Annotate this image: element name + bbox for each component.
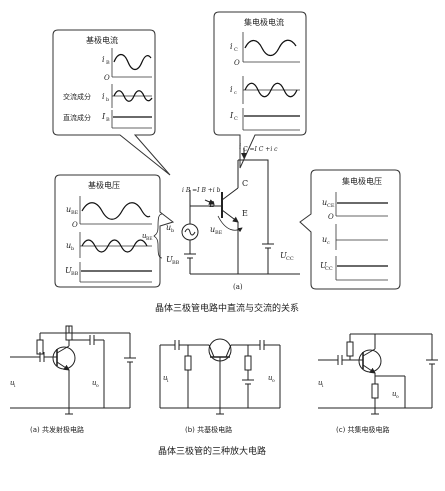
circuit-common-base xyxy=(159,338,281,415)
uo-label: u xyxy=(392,390,397,398)
ic-subscript: C xyxy=(234,47,238,53)
ic-ac-symbol: i xyxy=(230,85,233,94)
uo-subscript: o xyxy=(396,395,399,400)
circuit-common-emitter-labels: u i u o (a) 共发射极电路 xyxy=(10,379,99,434)
ui-subscript: i xyxy=(14,383,16,389)
ubb-symbol: U xyxy=(65,266,72,275)
ub-subscript: b xyxy=(71,246,74,252)
panel-title: 基极电压 xyxy=(88,180,120,190)
ic-equation-rest: C =I C +i c xyxy=(243,146,278,153)
ube-waveform xyxy=(81,202,151,220)
ic-waveform xyxy=(244,39,297,57)
uc-subscript: c xyxy=(327,240,330,246)
bottom-caption: 晶体三极管的三种放大电路 xyxy=(158,445,266,457)
circuit-b-caption: (b) 共基极电路 xyxy=(185,425,232,434)
origin-label: O xyxy=(234,59,240,67)
ucc-symbol: U xyxy=(320,261,327,270)
base-resistor-symbol xyxy=(346,341,354,357)
panel-collector-voltage: 集电极电压 u CE O u c U CC xyxy=(299,169,401,290)
ib-ac-symbol: i xyxy=(102,92,105,101)
uc-symbol: u xyxy=(322,235,327,244)
main-circuit-labels: i C =I C +i c i B =I B +i b B C E u b u … xyxy=(142,143,299,314)
top-caption: 晶体三极管电路中直流与交流的关系 xyxy=(155,302,299,314)
panel-title: 基极电流 xyxy=(86,35,118,45)
base-label: B xyxy=(209,200,215,209)
uo-subscript: o xyxy=(96,384,99,389)
ui-subscript: i xyxy=(322,383,324,389)
panel-title: 集电极电压 xyxy=(342,176,382,186)
circuit-common-base-labels: u i u o (b) 共基极电路 xyxy=(163,374,275,434)
ube-subscript: BE xyxy=(71,210,79,216)
main-circuit xyxy=(153,148,300,275)
ib-waveform xyxy=(113,53,152,71)
origin-label: O xyxy=(104,74,110,82)
origin-label: O xyxy=(72,221,78,229)
uce-symbol: u xyxy=(322,198,327,207)
dc-component-label: 直流成分 xyxy=(63,113,91,122)
ui-label: u xyxy=(10,379,15,387)
circuit-common-collector xyxy=(318,333,438,415)
ube-label: u xyxy=(210,225,215,234)
panel-title: 集电极电流 xyxy=(244,17,284,27)
ic-equation: i xyxy=(239,143,241,151)
ub-source-label: u xyxy=(166,223,171,232)
ube-symbol: u xyxy=(66,205,71,214)
panel-base-voltage: 基极电压 u BE O u b U BB xyxy=(54,174,175,288)
figure-a-label: (a) xyxy=(233,283,243,291)
uo-label: u xyxy=(268,374,273,382)
uce-subscript: CE xyxy=(327,203,335,209)
collector-label: C xyxy=(242,179,248,188)
ic-dc-symbol: I xyxy=(229,111,234,120)
origin-label: O xyxy=(328,213,334,221)
collector-resistor-symbol xyxy=(244,355,252,371)
ib-ac-subscript: b xyxy=(106,97,109,103)
ucc-subscript: CC xyxy=(325,266,333,272)
uo-label: u xyxy=(92,379,97,387)
ui-label: u xyxy=(318,379,323,387)
base-resistor-symbol xyxy=(36,339,44,355)
ube-subscript: BE xyxy=(215,230,223,236)
ic-ac-waveform xyxy=(244,82,298,98)
ib-dc-symbol: I xyxy=(101,112,106,121)
ui-subscript: i xyxy=(167,378,169,384)
panel-base-current: 基极电流 i B O 交流成分 i b 直流成分 I B xyxy=(52,29,171,176)
ucc-label: U xyxy=(280,251,287,260)
ib-ac-waveform xyxy=(113,90,153,102)
emitter-resistor-symbol xyxy=(371,383,379,399)
uo-subscript: o xyxy=(272,379,275,384)
ubb-subscript: BB xyxy=(71,271,79,277)
ubb-label: U xyxy=(166,255,173,264)
ub-waveform xyxy=(81,239,148,253)
ib-equation: i B =I B +i b xyxy=(182,187,221,194)
ube-side-label: u xyxy=(142,232,147,240)
emitter-resistor-symbol xyxy=(184,355,192,371)
ic-dc-subscript: C xyxy=(234,116,238,122)
circuit-a-caption: (a) 共发射极电路 xyxy=(30,425,84,434)
ac-component-label: 交流成分 xyxy=(63,92,91,101)
ub-symbol: u xyxy=(66,241,71,250)
ib-dc-subscript: B xyxy=(106,117,110,123)
circuit-c-caption: (c) 共集电极电路 xyxy=(336,425,390,434)
ic-ac-subscript: c xyxy=(234,90,237,96)
ic-symbol: i xyxy=(230,42,233,51)
ib-subscript: B xyxy=(106,60,110,66)
ub-source-subscript: b xyxy=(171,228,174,234)
emitter-label: E xyxy=(242,209,248,218)
ucc-subscript: CC xyxy=(286,256,294,262)
ui-label: u xyxy=(163,374,168,382)
circuit-common-collector-labels: u i u o (c) 共集电极电路 xyxy=(318,379,399,434)
panel-collector-current: 集电极电流 i C O i c I C xyxy=(213,11,307,169)
ube-side-subscript: BE xyxy=(146,236,153,242)
ubb-subscript: BB xyxy=(172,260,180,266)
ib-symbol: i xyxy=(102,55,105,64)
circuit-common-emitter xyxy=(10,325,136,415)
